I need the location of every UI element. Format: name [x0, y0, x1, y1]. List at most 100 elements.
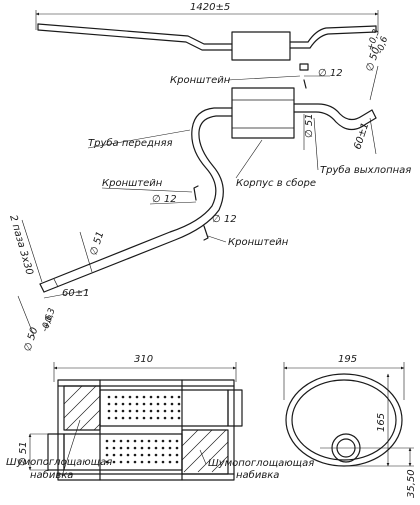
- perforation-hole: [170, 409, 174, 413]
- dim-line: [369, 117, 377, 155]
- perforation-hole: [177, 416, 181, 420]
- perforation-hole: [149, 395, 153, 399]
- outlet-offset: 35,50: [406, 469, 417, 498]
- front-pipe-upper: [39, 107, 233, 285]
- leader-line: [61, 419, 81, 477]
- perforation-hole: [177, 395, 181, 399]
- section-shell: [57, 379, 235, 481]
- perforation-hole: [170, 416, 174, 420]
- bracket-left-label: Кронштейн: [102, 178, 163, 189]
- perforation-hole: [114, 395, 118, 399]
- leader-line: [149, 201, 197, 205]
- muffler-body: [231, 87, 295, 139]
- perforation-hole: [147, 439, 151, 443]
- section-dia-group: ∅ 51: [18, 441, 29, 466]
- perforation-hole: [119, 446, 123, 450]
- perforation-hole: [142, 409, 146, 413]
- perforation-hole: [147, 460, 151, 464]
- perforation-hole: [142, 402, 146, 406]
- perforation-hole: [154, 446, 158, 450]
- perforation-hole: [154, 439, 158, 443]
- leader-line: [235, 139, 263, 179]
- perforation-hole: [126, 439, 130, 443]
- perforation-hole: [156, 409, 160, 413]
- muffler-height: 165: [376, 413, 387, 432]
- bracket-left-dia: ∅ 12: [152, 194, 177, 205]
- perforation-hole: [112, 453, 116, 457]
- perforation-hole: [135, 402, 139, 406]
- main-view: ∅ 12 Кронштейн ∅ 50 +0,3 -0,6 ∅ 51 60±1 …: [7, 28, 411, 353]
- outlet-offset-group: 35,50: [406, 469, 417, 498]
- muffler-width: 195: [338, 354, 357, 365]
- perforation-hole: [121, 409, 125, 413]
- perforation-hole: [170, 395, 174, 399]
- perforation-hole: [135, 416, 139, 420]
- perforation-hole: [119, 439, 123, 443]
- absorber-right-label-1: Шумопоглощающая: [208, 458, 314, 469]
- leader-line: [313, 117, 319, 171]
- top-muffler-body: [231, 31, 291, 61]
- perforation-hole: [156, 395, 160, 399]
- outlet-len-group: 60±1: [352, 121, 371, 151]
- assembly-body-label: Корпус в сборе: [236, 177, 316, 189]
- perforation-hole: [128, 395, 132, 399]
- slots-label: 2 паза 3х30: [7, 214, 35, 276]
- outlet-stub: [227, 389, 243, 427]
- top-tail-upper: [289, 25, 377, 43]
- perforation-hole: [126, 453, 130, 457]
- perforation-hole: [140, 460, 144, 464]
- perforation-hole: [121, 395, 125, 399]
- perforation-hole: [107, 416, 111, 420]
- perforation-hole: [135, 409, 139, 413]
- perforation-hole: [156, 416, 160, 420]
- pipe-dia-mid: ∅ 51: [304, 113, 315, 138]
- dim-line: [79, 231, 93, 273]
- perforation-hole: [175, 446, 179, 450]
- bracket-top-label: Кронштейн: [170, 75, 231, 86]
- muffler-height-group: 165: [376, 413, 387, 432]
- section-view: 310: [6, 354, 314, 481]
- inlet-tol-plus: +0,3: [41, 307, 57, 331]
- top-tail-lower: [289, 31, 377, 49]
- perforation-hole: [135, 395, 139, 399]
- perforation-hole: [161, 446, 165, 450]
- tail-pipe-lower: [293, 111, 377, 131]
- front-pipe-dia-group: ∅ 51: [88, 230, 106, 257]
- perforation-hole: [114, 416, 118, 420]
- dim-line: [43, 289, 89, 299]
- inlet-stub: [47, 433, 65, 471]
- bracket-top-dia: ∅ 12: [318, 68, 343, 79]
- leader-line: [21, 219, 43, 283]
- absorber-left-label-2: набивка: [30, 469, 73, 481]
- perforation-hole: [107, 395, 111, 399]
- perforation-hole: [177, 409, 181, 413]
- bracket-top-shape: [303, 79, 307, 89]
- perforation-hole: [140, 453, 144, 457]
- perforation-hole: [161, 460, 165, 464]
- bracket-left-shape: [193, 185, 199, 201]
- section-pipe-dia: ∅ 51: [18, 441, 29, 466]
- perforation-hole: [147, 453, 151, 457]
- perforation-hole: [175, 460, 179, 464]
- absorber-left-upper: [63, 385, 101, 431]
- perforation-hole: [112, 439, 116, 443]
- perforation-hole: [147, 446, 151, 450]
- perforation-hole: [140, 439, 144, 443]
- outlet-dia-group: ∅ 50 +0,3 -0,6: [364, 28, 390, 73]
- perforation-hole: [126, 446, 130, 450]
- perforation-hole: [163, 409, 167, 413]
- perforation-hole: [105, 460, 109, 464]
- perforation-hole: [133, 446, 137, 450]
- leader-line: [369, 65, 379, 101]
- overall-length-label: 1420±5: [190, 2, 230, 13]
- front-pipe-slot-mark: [53, 278, 59, 288]
- bracket-bottom-shape: [203, 225, 209, 241]
- pipe-dia-mid-group: ∅ 51: [304, 113, 315, 138]
- muffler-length: 310: [134, 354, 153, 365]
- perforation-hole: [168, 446, 172, 450]
- top-pipe-lower: [37, 29, 233, 51]
- perforation-hole: [175, 439, 179, 443]
- perforation-hole: [133, 460, 137, 464]
- leader-line: [101, 187, 193, 193]
